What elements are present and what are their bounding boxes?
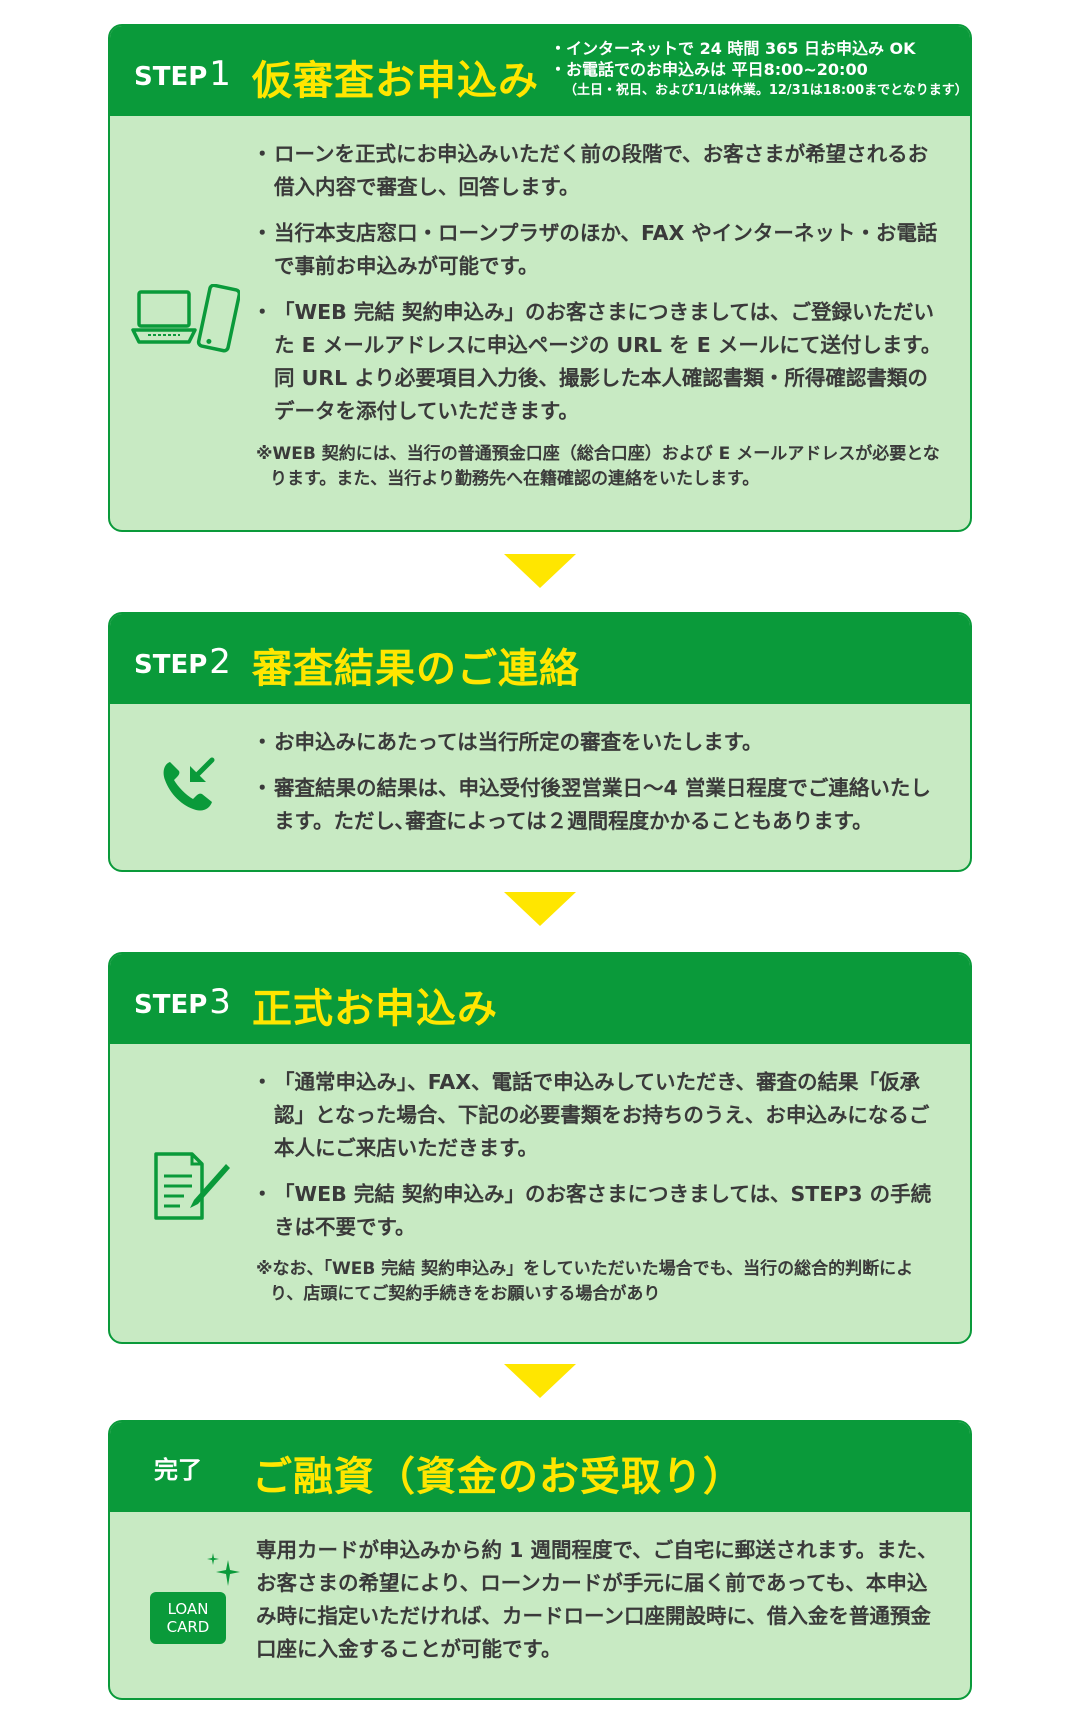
step3-item: 「通常申込み」、FAX、電話で申込みしていただき、審査の結果「仮承認」となった場…: [252, 1066, 946, 1165]
step3-title: 正式お申込み: [252, 986, 498, 1032]
sparkle-icon: [207, 1553, 219, 1565]
step1-body: ローンを正式にお申込みいただく前の段階で、お客さまが希望されるお借入内容で審査し…: [110, 116, 970, 530]
step2-card: STEP2 審査結果のご連絡 お申込みにあたっては当行所定の審査をいたします。 …: [108, 612, 972, 872]
step2-label: STEP2: [134, 642, 231, 682]
step3-label: STEP3: [134, 982, 231, 1022]
step1-notes: ・インターネットで 24 時間 365 日お申込み OK ・お電話でのお申込みは…: [550, 38, 968, 101]
complete-title: ご融資（資金のお受取り）: [252, 1454, 744, 1500]
laptop-icon: [131, 290, 197, 344]
step1-note-internet: ・インターネットで 24 時間 365 日お申込み OK: [550, 39, 916, 58]
step1-note-phone: ・お電話でのお申込みは 平日8:00~20:00: [550, 60, 868, 79]
step2-header: STEP2 審査結果のご連絡: [110, 614, 970, 704]
complete-label: 完了: [154, 1456, 202, 1484]
document-pen-icon: [154, 1152, 230, 1220]
down-arrow: [504, 1364, 576, 1398]
sparkle-icon: [216, 1560, 240, 1586]
step3-header: STEP3 正式お申込み: [110, 954, 970, 1044]
step2-item: 審査結果の結果は、申込受付後翌営業日～4 営業日程度でご連絡いたします。ただし､…: [252, 772, 946, 838]
step3-icon-group: [152, 1150, 234, 1226]
step1-item: ローンを正式にお申込みいただく前の段階で、お客さまが希望されるお借入内容で審査し…: [252, 138, 946, 204]
step1-title: 仮審査お申込み: [252, 58, 539, 104]
step1-item: 「WEB 完結 契約申込み」のお客さまにつきましては、ご登録いただいた E メー…: [252, 296, 946, 428]
step2-body: お申込みにあたっては当行所定の審査をいたします。 審査結果の結果は、申込受付後翌…: [110, 704, 970, 870]
loan-card-line1: LOAN: [167, 1600, 209, 1618]
step2-items: お申込みにあたっては当行所定の審査をいたします。 審査結果の結果は、申込受付後翌…: [252, 726, 946, 851]
step1-footnote: ※WEB 契約には、当行の普通預金口座（総合口座）および E メールアドレスが必…: [256, 444, 940, 489]
step1-items: ローンを正式にお申込みいただく前の段階で、お客さまが希望されるお借入内容で審査し…: [252, 138, 946, 492]
step1-card: STEP1 仮審査お申込み ・インターネットで 24 時間 365 日お申込み …: [108, 24, 972, 532]
loan-card-line2: CARD: [166, 1618, 210, 1636]
step2-icon-group: [156, 752, 220, 820]
complete-text: 専用カードが申込みから約 1 週間程度で、ご自宅に郵送されます。また、お客さまの…: [256, 1538, 938, 1661]
phone-call-icon: [163, 757, 215, 811]
step3-item: 「WEB 完結 契約申込み」のお客さまにつきましては、STEP3 の手続きは不要…: [252, 1178, 946, 1244]
complete-card: 完了 ご融資（資金のお受取り） LOAN CARD 専用カードが申込みから約 1…: [108, 1420, 972, 1700]
step3-items: 「通常申込み」、FAX、電話で申込みしていただき、審査の結果「仮承認」となった場…: [252, 1066, 946, 1307]
step1-item: 当行本支店窓口・ローンプラザのほか、FAX やインターネット・お電話で事前お申込…: [252, 217, 946, 283]
step1-header: STEP1 仮審査お申込み ・インターネットで 24 時間 365 日お申込み …: [110, 26, 970, 116]
down-arrow: [504, 892, 576, 926]
complete-body: LOAN CARD 専用カードが申込みから約 1 週間程度で、ご自宅に郵送されま…: [110, 1512, 970, 1698]
step2-title: 審査結果のご連絡: [252, 646, 580, 692]
step1-label: STEP1: [134, 54, 231, 94]
step3-card: STEP3 正式お申込み 「通常申込み」、FAX、電話で申込みしていただき、審査…: [108, 952, 972, 1344]
step3-footnote: ※なお、「WEB 完結 契約申込み」をしていただいた場合でも、当行の総合的判断に…: [256, 1259, 914, 1304]
step2-item: お申込みにあたっては当行所定の審査をいたします。: [252, 726, 946, 759]
loan-card-icon: LOAN CARD: [150, 1592, 226, 1644]
complete-header: 完了 ご融資（資金のお受取り）: [110, 1422, 970, 1512]
step1-note-holiday: （土日・祝日、および1/1は休業。12/31は18:00までとなります）: [564, 83, 968, 98]
step3-body: 「通常申込み」、FAX、電話で申込みしていただき、審査の結果「仮承認」となった場…: [110, 1044, 970, 1342]
down-arrow: [504, 554, 576, 588]
smartphone-icon: [196, 284, 240, 353]
